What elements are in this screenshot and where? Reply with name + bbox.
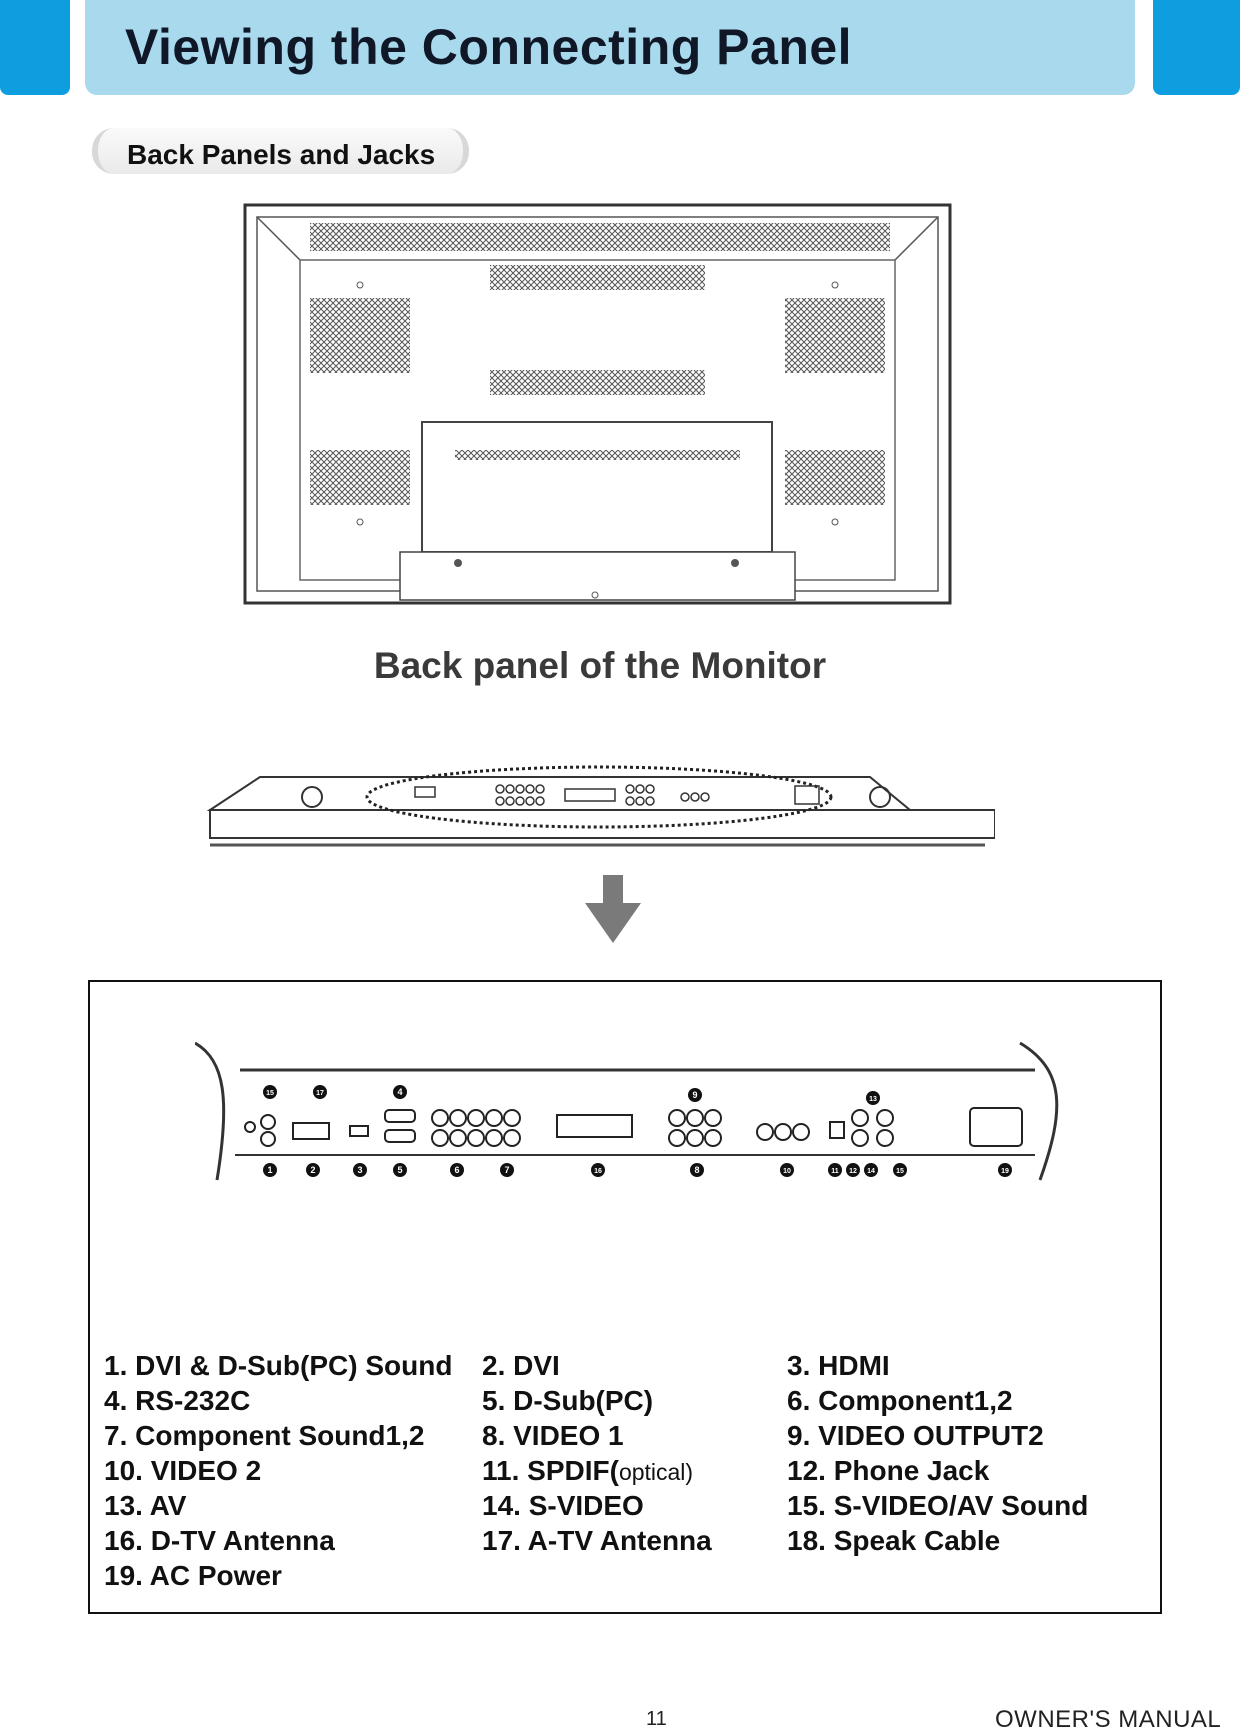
legend-item: 10. VIDEO 2: [104, 1455, 262, 1486]
page-number: 11: [646, 1708, 667, 1730]
callout-number: 9: [692, 1090, 697, 1100]
legend-item-note: optical): [618, 1459, 694, 1485]
section-heading: Back Panels and Jacks: [127, 139, 436, 170]
callout-number: 15: [896, 1168, 904, 1175]
callout-number: 4: [397, 1087, 402, 1097]
legend-item: 3. HDMI: [787, 1350, 890, 1381]
legend-item: 14. S-VIDEO: [482, 1490, 644, 1521]
legend-item: 4. RS-232C: [104, 1385, 251, 1416]
callout-number: 1: [267, 1165, 272, 1175]
callout-number: 15: [266, 1090, 274, 1097]
callout-number: 2: [310, 1165, 315, 1175]
page-title: Viewing the Connecting Panel: [125, 19, 853, 75]
callout-number: 13: [869, 1096, 877, 1103]
legend-item-main: 11. SPDIF(: [482, 1455, 619, 1486]
callout-number: 5: [397, 1165, 402, 1175]
callout-number: 12: [849, 1168, 857, 1175]
callout-number: 11: [831, 1168, 839, 1175]
legend-item: 9. VIDEO OUTPUT2: [787, 1420, 1044, 1451]
callout-number: 16: [594, 1168, 602, 1175]
down-arrow-icon: [585, 875, 641, 943]
legend-item: 15. S-VIDEO/AV Sound: [787, 1490, 1089, 1521]
monitor-bottom-view: [206, 765, 995, 847]
section-heading-pill: [92, 128, 469, 174]
callout-number: 6: [454, 1165, 459, 1175]
legend-item: 18. Speak Cable: [787, 1525, 1001, 1556]
legend-item: 16. D-TV Antenna: [104, 1525, 335, 1556]
monitor-back-illustration: [243, 203, 952, 605]
footer-manual-label: OWNER'S MANUAL: [995, 1706, 1222, 1733]
legend-item: 8. VIDEO 1: [482, 1420, 624, 1451]
legend-item: 5. D-Sub(PC): [482, 1385, 654, 1416]
callout-number: 8: [694, 1165, 699, 1175]
callout-number: 17: [316, 1090, 324, 1097]
callout-number: 19: [1001, 1168, 1009, 1175]
header-bar: [85, 0, 1135, 95]
legend-item: 7. Component Sound1,2: [104, 1420, 425, 1451]
callout-number: 3: [357, 1165, 362, 1175]
legend-item: 19. AC Power: [104, 1560, 282, 1591]
jacks-legend-box: [88, 980, 1162, 1614]
callout-number: 7: [504, 1165, 509, 1175]
legend-item: 6. Component1,2: [787, 1385, 1013, 1416]
callout-number: 14: [867, 1168, 875, 1175]
header-accent-left: [0, 0, 70, 95]
legend-item: 2. DVI: [482, 1350, 560, 1381]
legend-item: 1. DVI & D-Sub(PC) Sound: [104, 1350, 453, 1381]
legend-item: 17. A-TV Antenna: [482, 1525, 712, 1556]
legend-item: 12. Phone Jack: [787, 1455, 990, 1486]
legend-item: 13. AV: [104, 1490, 187, 1521]
legend-item: 11. SPDIF(optical): [482, 1455, 693, 1487]
callout-number: 10: [783, 1168, 791, 1175]
header-accent-right: [1153, 0, 1240, 95]
monitor-caption: Back panel of the Monitor: [373, 645, 827, 686]
